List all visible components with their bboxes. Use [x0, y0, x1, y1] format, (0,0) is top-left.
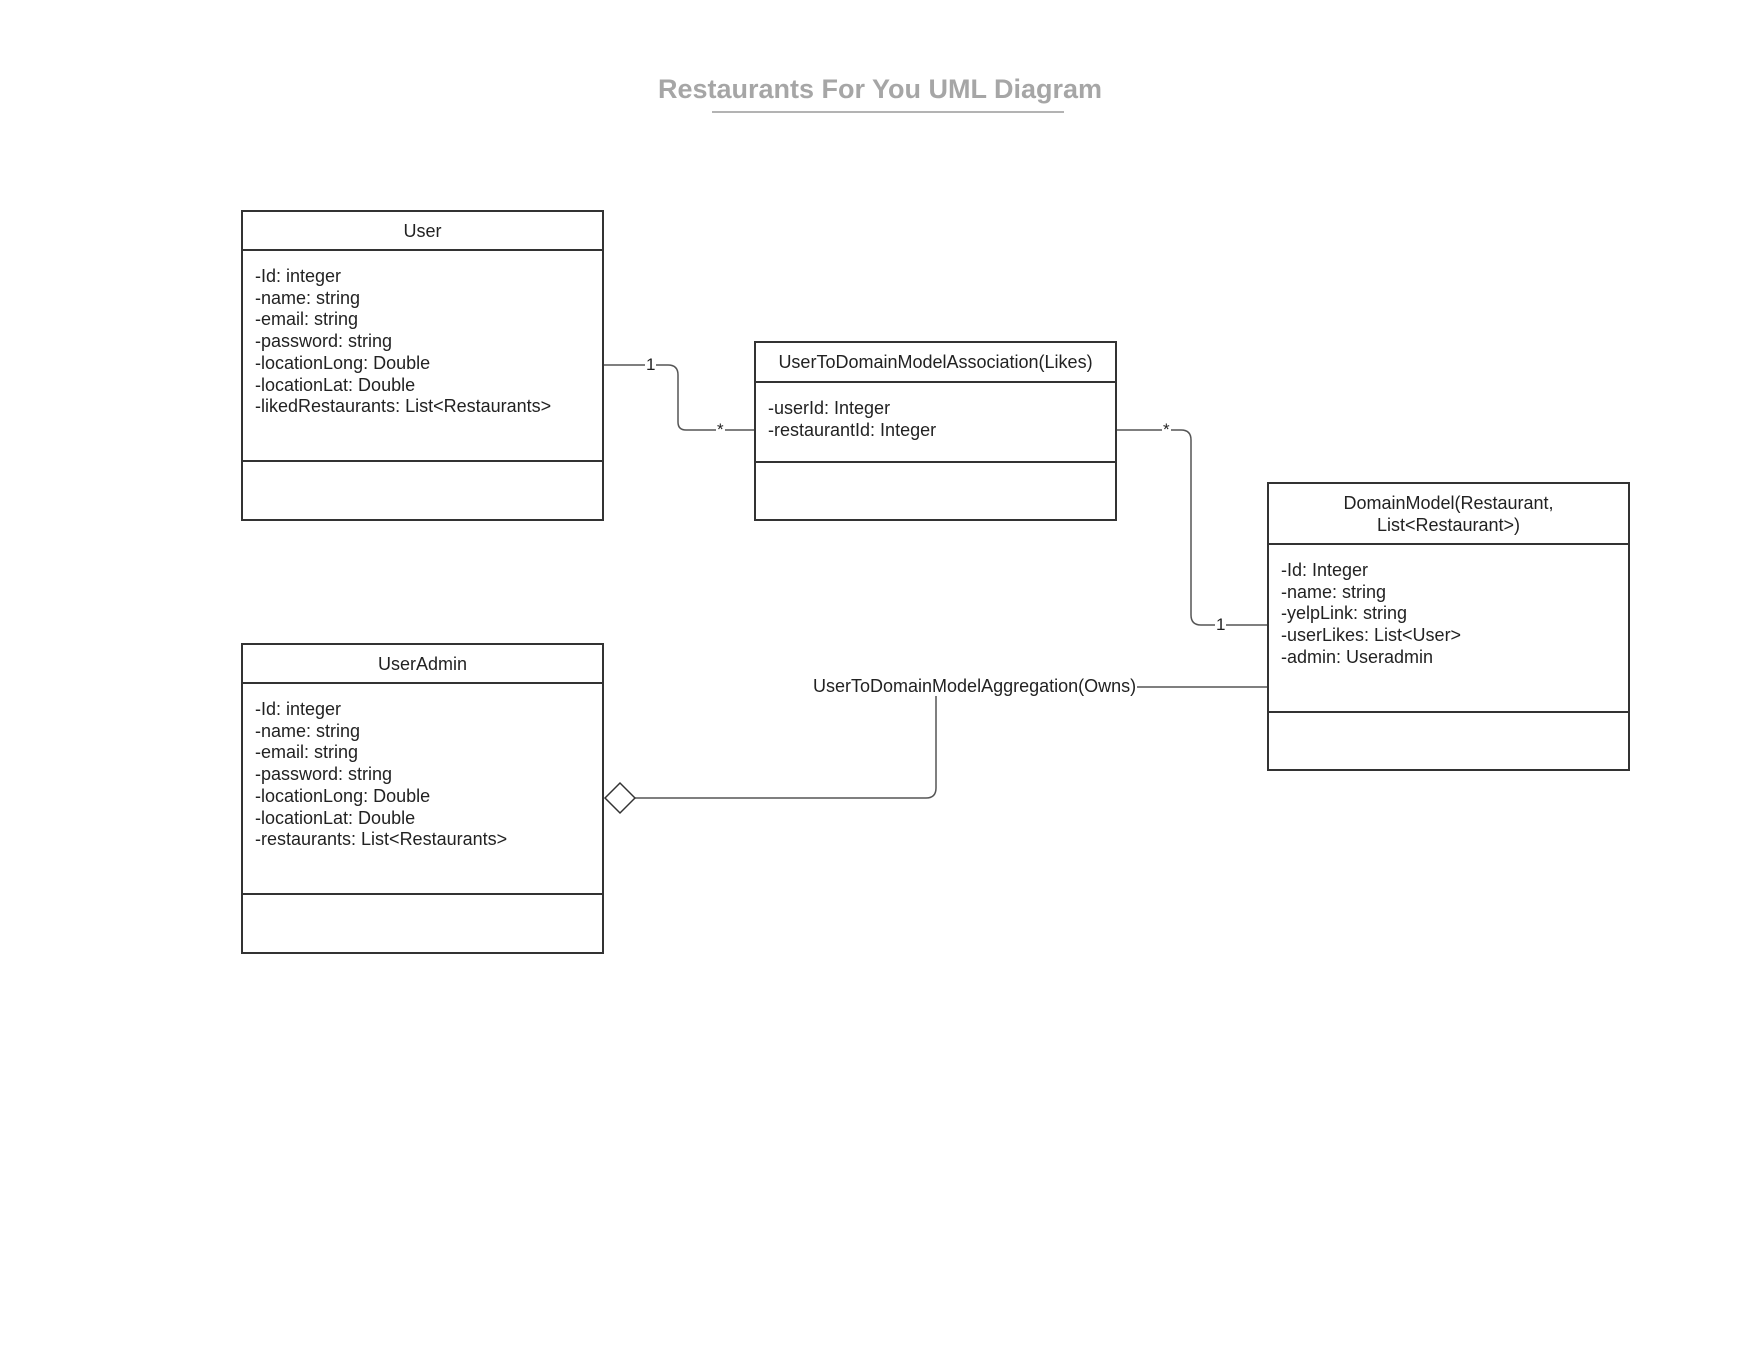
multiplicity-user-side: 1	[645, 355, 657, 374]
association-line-likes-to-domain	[1116, 429, 1268, 626]
class-methods	[756, 463, 1115, 519]
attribute: -locationLong: Double	[255, 352, 431, 373]
attribute: -locationLat: Double	[255, 807, 416, 828]
attribute: -admin: Useradmin	[1281, 646, 1434, 667]
class-name: UserToDomainModelAssociation(Likes)	[756, 343, 1115, 383]
attribute: -email: string	[255, 309, 359, 330]
multiplicity-domain-side: 1	[1215, 615, 1227, 634]
attribute: -locationLong: Double	[255, 785, 431, 806]
class-name: User	[243, 212, 602, 251]
diagram-title: Restaurants For You UML Diagram	[657, 74, 1103, 104]
attribute: -name: string	[255, 287, 361, 308]
attribute: -Id: Integer	[1281, 560, 1369, 580]
class-methods	[243, 895, 602, 952]
aggregation-line	[634, 686, 1268, 799]
attribute: -password: string	[255, 764, 393, 785]
attribute: -password: string	[255, 331, 393, 352]
attribute: -restaurants: List<Restaurants>	[255, 829, 508, 850]
attribute: -userId: Integer	[768, 398, 891, 418]
attribute: -email: string	[255, 742, 359, 763]
class-name: DomainModel(Restaurant, List<Restaurant>…	[1269, 484, 1628, 545]
association-line-user-to-likes	[603, 364, 754, 431]
class-user-to-domain-model-association[interactable]: UserToDomainModelAssociation(Likes) -use…	[754, 341, 1117, 521]
class-name-line: List<Restaurant>)	[1376, 514, 1521, 535]
class-methods	[243, 462, 602, 519]
attribute: -Id: integer	[255, 266, 342, 286]
class-user[interactable]: User -Id: integer -name: string -email: …	[241, 210, 604, 521]
multiplicity-likes-side: *	[716, 420, 725, 439]
attribute: -restaurantId: Integer	[768, 419, 937, 440]
attribute: -Id: integer	[255, 699, 342, 719]
attribute: -name: string	[255, 720, 361, 741]
aggregation-diamond	[603, 781, 637, 815]
class-attributes: -Id: Integer -name: string -yelpLink: st…	[1269, 545, 1628, 713]
class-name-line: DomainModel(Restaurant,	[1343, 492, 1554, 513]
attribute: -likedRestaurants: List<Restaurants>	[255, 396, 552, 417]
class-name: UserAdmin	[243, 645, 602, 684]
class-user-admin[interactable]: UserAdmin -Id: integer -name: string -em…	[241, 643, 604, 954]
class-attributes: -Id: integer -name: string -email: strin…	[243, 684, 602, 895]
title-underline	[712, 111, 1064, 113]
class-domain-model[interactable]: DomainModel(Restaurant, List<Restaurant>…	[1267, 482, 1630, 771]
multiplicity-likes-side: *	[1162, 420, 1171, 439]
attribute: -name: string	[1281, 581, 1387, 602]
class-attributes: -Id: integer -name: string -email: strin…	[243, 251, 602, 462]
aggregation-label: UserToDomainModelAggregation(Owns)	[812, 676, 1138, 696]
class-methods	[1269, 713, 1628, 769]
attribute: -locationLat: Double	[255, 374, 416, 395]
attribute: -yelpLink: string	[1281, 603, 1408, 624]
class-attributes: -userId: Integer -restaurantId: Integer	[756, 383, 1115, 463]
attribute: -userLikes: List<User>	[1281, 625, 1462, 646]
